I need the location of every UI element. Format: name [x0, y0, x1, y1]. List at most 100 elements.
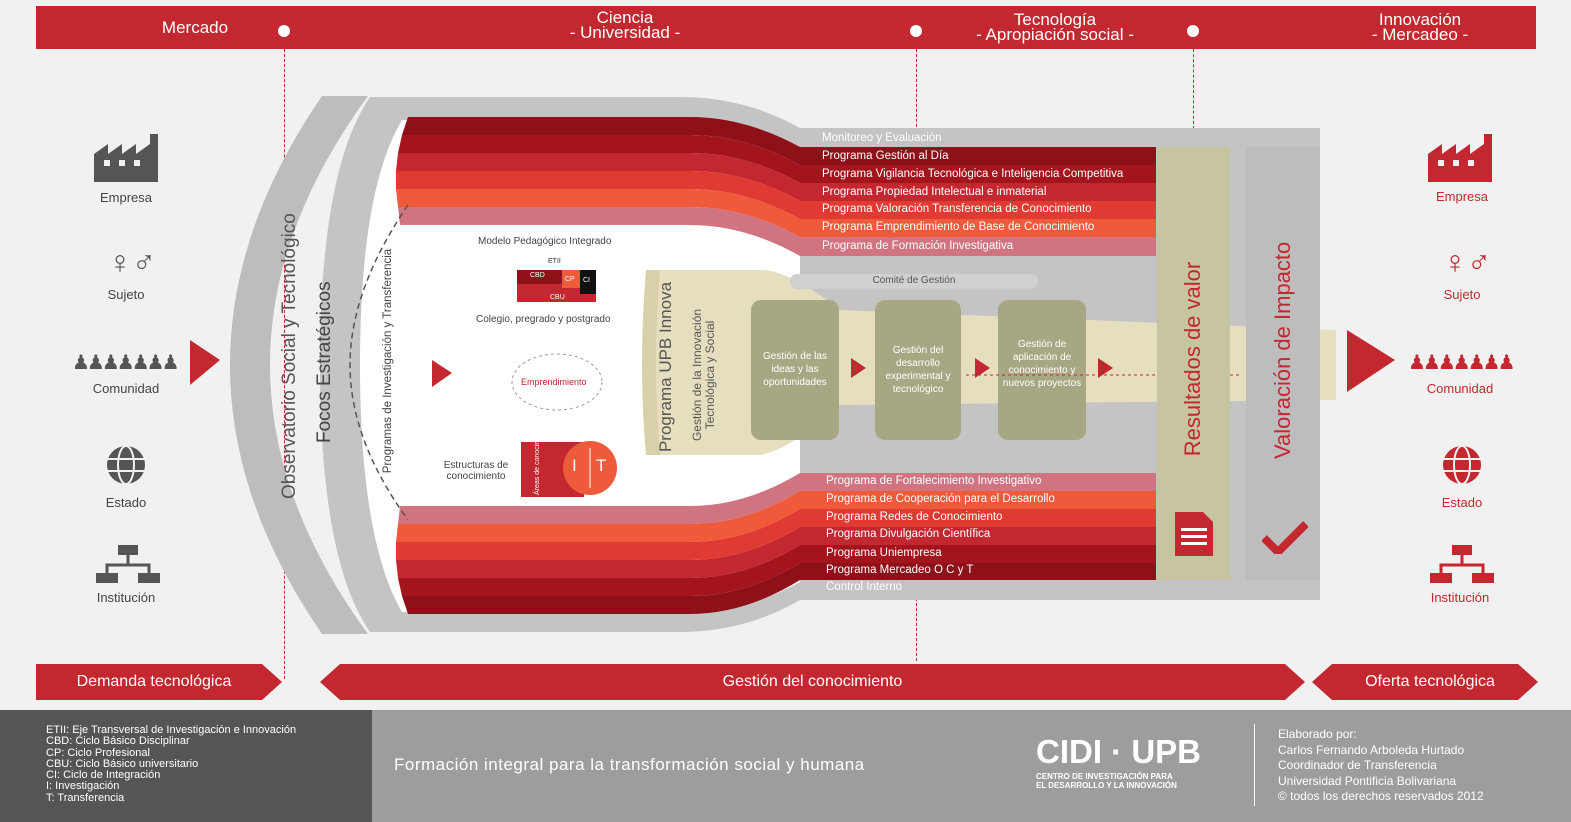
- credit-line: Carlos Fernando Arboleda Hurtado: [1278, 742, 1465, 757]
- valoracion-label: Valoración de Impacto: [1270, 241, 1295, 459]
- estructuras-label: Estructuras de conocimiento: [443, 460, 509, 482]
- divider-line: [284, 49, 285, 679]
- legend-item: ETII: Eje Transversal de Investigación e…: [46, 724, 297, 736]
- comite-bar: [790, 274, 1038, 289]
- program-label: Control Interno: [826, 581, 903, 593]
- program-label: Programa Gestión al Día: [822, 150, 949, 162]
- header-tecnologia-line1: Tecnología: [1013, 10, 1097, 29]
- footer-divider: [1254, 724, 1255, 806]
- program-label: Programa de Cooperación para el Desarrol…: [826, 493, 1055, 505]
- programas-dashed-arc: [349, 204, 409, 521]
- stage-arrow: [975, 358, 990, 378]
- demanda-label: Demanda tecnológica: [76, 673, 232, 690]
- resultados-label: Resultados de valor: [1180, 261, 1205, 457]
- comite-label: Comité de Gestión: [872, 275, 956, 286]
- right-red-arrow: [1347, 330, 1395, 392]
- tagline: Formación integral para la transformació…: [394, 755, 865, 774]
- header-innovacion-line1: Innovación: [1378, 10, 1462, 29]
- bottom-bar: [36, 664, 1538, 700]
- left-red-arrow: [190, 340, 220, 385]
- logo-subtitle: CENTRO DE INVESTIGACIÓN PARA EL DESARROL…: [1036, 772, 1177, 790]
- program-label: Programa Emprendimiento de Base de Conoc…: [822, 221, 1095, 233]
- header-dot: [1187, 25, 1199, 37]
- oferta-label: Oferta tecnológica: [1365, 673, 1495, 690]
- emprendimiento-label: Emprendimiento: [521, 377, 587, 387]
- header-ciencia-line2: - Universidad -: [569, 23, 681, 42]
- stage-2-label: Gestión del desarrollo experimental y te…: [885, 345, 951, 395]
- header-dot: [278, 25, 290, 37]
- cidi-upb-logo: CIDI · UPB: [1036, 733, 1201, 770]
- etii-label: ETII: [548, 258, 561, 265]
- checkmark-icon: [1261, 520, 1309, 559]
- observatorio-label: Observatorio Social y Tecnológico: [279, 213, 300, 499]
- logo-subtitle-1: CENTRO DE INVESTIGACIÓN PARA: [1036, 772, 1173, 781]
- oferta-bar: [1312, 664, 1538, 700]
- innova-funnel-edge: [642, 270, 660, 455]
- footer-legend-panel: [0, 710, 372, 822]
- modelo-pedagogico-label: Modelo Pedagógico Integrado: [478, 236, 612, 247]
- legend-item: T: Transferencia: [46, 791, 125, 804]
- areas-label: Áreas de conocimiento: [534, 423, 541, 495]
- document-icon: [1175, 512, 1213, 561]
- header-ciencia: Ciencia - Universidad -: [540, 8, 710, 42]
- top-program-stripes: [396, 117, 1156, 256]
- upb-innova-subtitle-2: Tecnológica y Social: [703, 320, 717, 430]
- actor-left-institucion: Institución: [96, 590, 156, 605]
- actor-left-sujeto: Sujeto: [107, 287, 145, 302]
- funnel-inner: [360, 120, 800, 612]
- header-tecnologia-line2: - Apropiación social -: [976, 25, 1134, 44]
- credits: Elaborado por: Carlos Fernando Arboleda …: [1278, 727, 1484, 805]
- colegio-label: Colegio, pregrado y postgrado: [476, 314, 611, 325]
- program-label: Programa Divulgación Científica: [826, 528, 991, 540]
- legend-item: I: Investigación: [46, 780, 120, 793]
- people-icon: ♀♂: [108, 244, 156, 280]
- upb-innova-subtitle: Gestión de la Innovación Tecnológica y S…: [690, 300, 717, 450]
- header-innovacion: Innovación - Mercadeo -: [1340, 10, 1500, 44]
- credit-line: Elaborado por:: [1278, 727, 1357, 741]
- factory-icon: [94, 134, 162, 182]
- program-label: Programa de Formación Investigativa: [822, 240, 1014, 252]
- factory-icon: [1428, 134, 1496, 182]
- stage-box: [998, 300, 1086, 440]
- cbu-label: CBU: [550, 294, 565, 301]
- org-chart-icon: [1430, 545, 1494, 590]
- actor-right-estado: Estado: [1441, 495, 1483, 510]
- emprendimiento-cycle: [511, 353, 603, 411]
- crowd-icon: ♟♟♟♟♟♟♟: [72, 352, 180, 374]
- gestion-label: Gestión del conocimiento: [722, 673, 903, 690]
- stage-box: [751, 300, 839, 440]
- divider-line: [1193, 49, 1194, 129]
- resultados-column: [1157, 147, 1230, 580]
- header-innovacion-line2: - Mercadeo -: [1371, 25, 1469, 44]
- header-dot: [910, 25, 922, 37]
- cbd-label: CBD: [530, 272, 545, 279]
- program-label: Monitoreo y Evaluación: [822, 132, 942, 144]
- credit-line: © todos los derechos reservados 2012: [1278, 789, 1484, 803]
- globe-icon: [1438, 444, 1486, 491]
- upb-innova-title: Programa UPB Innova: [656, 281, 675, 453]
- areas-block: [521, 442, 556, 497]
- header-ciencia-line1: Ciencia: [596, 8, 654, 27]
- actor-right-empresa: Empresa: [1435, 189, 1489, 204]
- t-label: T: [596, 456, 607, 475]
- focos-label: Focos Estratégicos: [314, 281, 335, 443]
- stage-arrow: [851, 358, 866, 378]
- cp-label: CP: [565, 276, 575, 283]
- credit-line: Coordinador de Transferencia: [1278, 758, 1437, 772]
- stage-box: [875, 300, 961, 440]
- program-label: Programa de Fortalecimiento Investigativ…: [826, 475, 1042, 487]
- observatorio-arc: [230, 96, 368, 634]
- crowd-icon: ♟♟♟♟♟♟♟: [1408, 352, 1516, 374]
- actor-left-empresa: Empresa: [99, 190, 153, 205]
- program-label: Programa Valoración Transferencia de Con…: [822, 203, 1092, 215]
- stage-arrow: [1098, 358, 1113, 378]
- logo-subtitle-2: EL DESARROLLO Y LA INNOVACIÓN: [1036, 781, 1177, 790]
- actor-left-comunidad: Comunidad: [92, 381, 160, 396]
- legend-item: CP: Ciclo Profesional: [46, 746, 150, 759]
- stage-1-label: Gestión de las ideas y las oportunidades: [763, 351, 827, 388]
- bottom-program-stripes: [396, 473, 1156, 614]
- header-mercado: Mercado: [161, 18, 229, 37]
- actor-right-institucion: Institución: [1430, 590, 1490, 605]
- programas-label: Programas de Investigación y Transferenc…: [382, 248, 394, 474]
